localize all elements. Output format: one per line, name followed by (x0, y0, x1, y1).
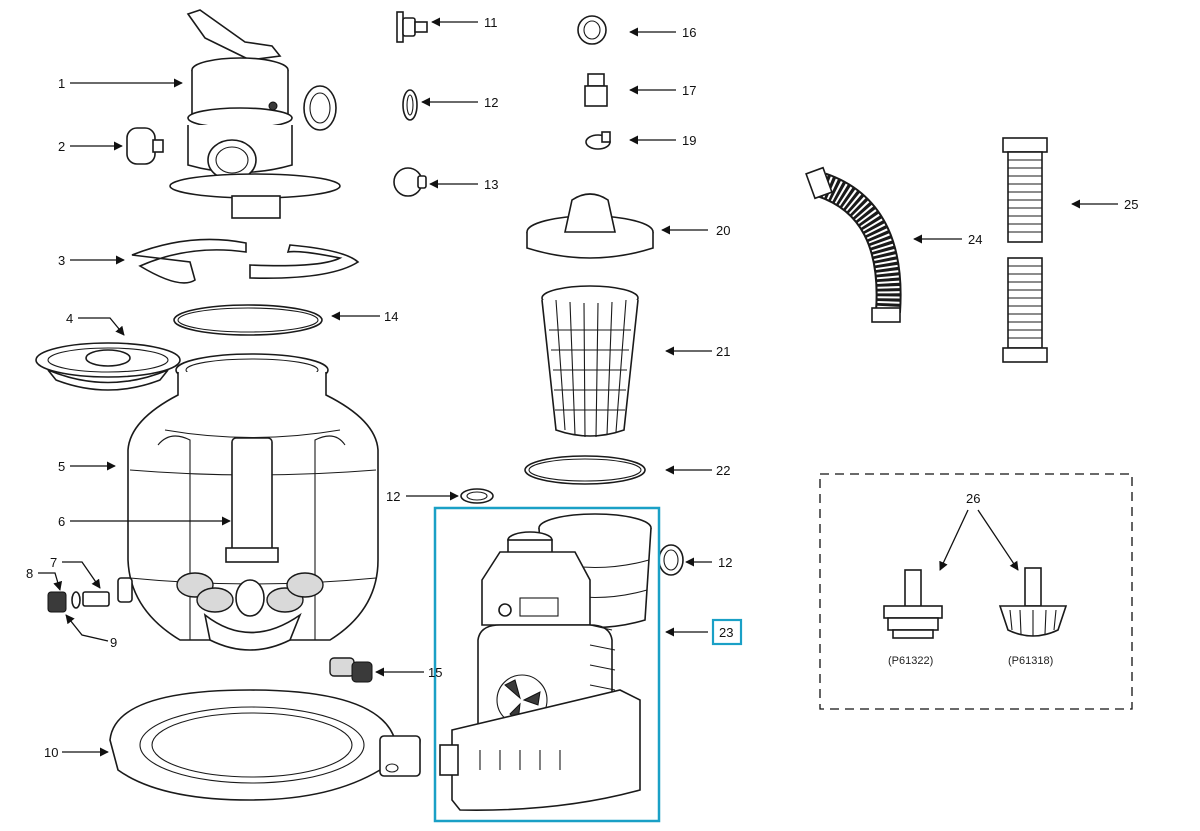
callout-12-a: 12 (484, 95, 498, 110)
part-26-adapter-box (819, 473, 1133, 710)
part-26-adapter-right (998, 567, 1068, 637)
part-code-left: (P61322) (888, 655, 933, 667)
callout-labels: 1 2 3 4 5 6 7 8 9 10 11 12 13 14 12 15 1… (26, 15, 1138, 760)
callout-23-box (711, 618, 743, 646)
leader-lines (38, 17, 1118, 757)
callout-26: 26 (966, 491, 980, 506)
part-5-tank (117, 353, 379, 651)
pump-highlight-frame (433, 506, 661, 823)
part-26-adapter-left (883, 569, 943, 639)
callout-21: 21 (716, 344, 730, 359)
callout-5: 5 (58, 459, 65, 474)
callout-6: 6 (58, 514, 65, 529)
callout-12-c: 12 (718, 555, 732, 570)
part-24-curved-hose (805, 166, 902, 323)
part-16-union-nut (577, 15, 607, 45)
callout-14: 14 (384, 309, 398, 324)
callout-25: 25 (1124, 197, 1138, 212)
part-12-o-ring-a (402, 89, 418, 121)
callout-13: 13 (484, 177, 498, 192)
callout-17: 17 (682, 83, 696, 98)
part-7-8-9-drain-assembly (47, 591, 110, 613)
part-6-center-pipe (231, 437, 273, 554)
part-code-right: (P61318) (1008, 655, 1053, 667)
part-4-lid (35, 342, 181, 391)
callout-9: 9 (110, 635, 117, 650)
callout-19: 19 (682, 133, 696, 148)
callout-11: 11 (484, 15, 498, 30)
callout-12-b: 12 (386, 489, 400, 504)
callout-24: 24 (968, 232, 982, 247)
part-2-plug (126, 127, 164, 165)
part-11-fitting (396, 11, 428, 43)
callout-15: 15 (428, 665, 442, 680)
part-17-stem (584, 73, 608, 107)
part-13-cap (393, 167, 427, 197)
part-22-o-ring (524, 455, 646, 485)
part-21-basket (541, 285, 639, 438)
callout-23: 23 (719, 625, 733, 640)
part-19-clip (585, 131, 611, 150)
callout-22: 22 (716, 463, 730, 478)
callout-1: 1 (58, 76, 65, 91)
callout-4: 4 (66, 311, 73, 326)
callout-8: 8 (26, 566, 33, 581)
part-23-pump (439, 513, 652, 811)
callout-16: 16 (682, 25, 696, 40)
callout-20: 20 (716, 223, 730, 238)
part-3-clamp (131, 238, 360, 284)
callout-7: 7 (50, 555, 57, 570)
part-25-straight-hose (1002, 137, 1048, 363)
callout-3: 3 (58, 253, 65, 268)
part-14-o-ring (173, 304, 323, 336)
part-15-adapter (329, 657, 373, 683)
part-20-strainer-lid (526, 193, 654, 259)
part-12-o-ring-b (460, 488, 494, 504)
part-10-base (109, 689, 421, 801)
part-1-multiport-valve (169, 9, 341, 219)
callout-10: 10 (44, 745, 58, 760)
callout-2: 2 (58, 139, 65, 154)
